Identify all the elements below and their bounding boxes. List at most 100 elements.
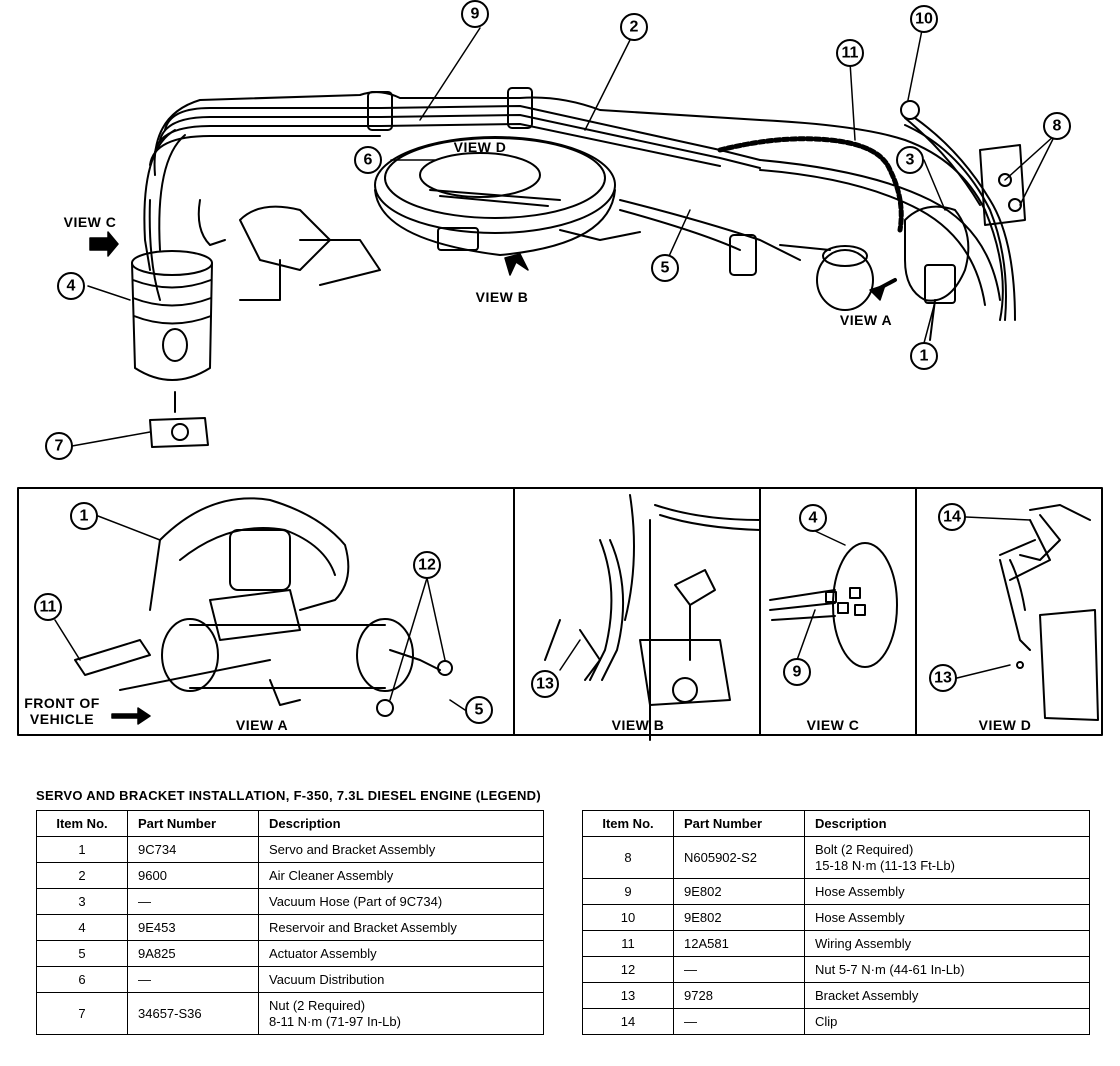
callout-3: 3 <box>906 152 915 169</box>
legend-row: 12—Nut 5-7 N·m (44-61 In-Lb) <box>582 956 1090 983</box>
main-callout-circles <box>45 0 1071 460</box>
description: Servo and Bracket Assembly <box>258 836 544 863</box>
legend-row: 6—Vacuum Distribution <box>36 966 544 993</box>
item-no: 10 <box>582 904 674 931</box>
callout-view-a-1: 1 <box>80 508 89 525</box>
callout-view-a-11: 11 <box>40 599 57 616</box>
description: Wiring Assembly <box>804 930 1090 957</box>
view-c-drawing <box>769 542 898 668</box>
view-arrows <box>89 231 897 301</box>
view-b-drawing <box>544 494 761 741</box>
item-no: 4 <box>36 914 128 941</box>
panel-label-view-c: VIEW C <box>807 717 860 733</box>
label-view-d: VIEW D <box>454 139 507 155</box>
part-number: 9728 <box>673 982 805 1009</box>
description: Vacuum Distribution <box>258 966 544 993</box>
callout-4: 4 <box>67 278 76 295</box>
legend-header-row: Item No. Part Number Description <box>582 810 1090 837</box>
callout-view-a-5: 5 <box>475 702 484 719</box>
item-no: 13 <box>582 982 674 1009</box>
part-number: 34657-S36 <box>127 992 259 1035</box>
description: Nut 5-7 N·m (44-61 In-Lb) <box>804 956 1090 983</box>
callout-view-d-13: 13 <box>934 670 952 687</box>
header-item-no: Item No. <box>36 810 128 837</box>
panel-label-view-a: VIEW A <box>236 717 288 733</box>
view-a-callout-circles <box>34 502 493 724</box>
description: Reservoir and Bracket Assembly <box>258 914 544 941</box>
callout-2: 2 <box>630 19 639 36</box>
description-line-2: 8-11 N·m (71-97 In-Lb) <box>269 1013 401 1029</box>
legend-header-row: Item No. Part Number Description <box>36 810 544 837</box>
label-vehicle: VEHICLE <box>30 711 94 727</box>
callout-10: 10 <box>915 11 933 28</box>
part-number: N605902-S2 <box>673 836 805 879</box>
legend-row: 14—Clip <box>582 1008 1090 1035</box>
view-a-drawing <box>74 497 453 717</box>
callout-7: 7 <box>55 438 64 455</box>
legend-title: SERVO AND BRACKET INSTALLATION, F-350, 7… <box>36 788 541 803</box>
callout-view-b-13: 13 <box>536 676 554 693</box>
callout-view-d-14: 14 <box>943 509 961 526</box>
item-no: 8 <box>582 836 674 879</box>
callout-1: 1 <box>920 348 929 365</box>
callout-view-c-9: 9 <box>793 664 802 681</box>
part-number: 9C734 <box>127 836 259 863</box>
item-no: 6 <box>36 966 128 993</box>
engine-diagram: 9 2 10 11 8 3 6 5 4 1 7 1 11 12 5 13 4 9… <box>17 0 1103 741</box>
item-no: 11 <box>582 930 674 957</box>
description: Vacuum Hose (Part of 9C734) <box>258 888 544 915</box>
description: Clip <box>804 1008 1090 1035</box>
main-leader-lines <box>71 27 1056 447</box>
description: Bolt (2 Required)15-18 N·m (11-13 Ft-Lb) <box>804 836 1090 879</box>
callout-view-c-4: 4 <box>809 510 818 527</box>
reservoir-canister <box>131 250 213 448</box>
view-a-leaders <box>54 515 466 725</box>
part-number: 9E802 <box>673 904 805 931</box>
header-part-number: Part Number <box>673 810 805 837</box>
part-number: 9A825 <box>127 940 259 967</box>
item-no: 2 <box>36 862 128 889</box>
engine-main-view <box>131 87 1026 448</box>
part-number: 9E802 <box>673 878 805 905</box>
part-number: — <box>127 888 259 915</box>
description: Bracket Assembly <box>804 982 1090 1009</box>
header-description: Description <box>258 810 544 837</box>
part-number: 9600 <box>127 862 259 889</box>
description: Nut (2 Required)8-11 N·m (71-97 In-Lb) <box>258 992 544 1035</box>
description: Air Cleaner Assembly <box>258 862 544 889</box>
item-no: 3 <box>36 888 128 915</box>
part-number: 9E453 <box>127 914 259 941</box>
description-line-1: Nut (2 Required) <box>269 997 366 1013</box>
panel-label-view-b: VIEW B <box>612 717 665 733</box>
label-front-of: FRONT OF <box>24 695 100 711</box>
description-line-1: Bolt (2 Required) <box>815 841 914 857</box>
header-part-number: Part Number <box>127 810 259 837</box>
callout-6: 6 <box>364 152 373 169</box>
callout-9: 9 <box>471 6 480 23</box>
header-item-no: Item No. <box>582 810 674 837</box>
callout-11: 11 <box>842 45 859 62</box>
part-number: — <box>673 956 805 983</box>
header-description: Description <box>804 810 1090 837</box>
description: Actuator Assembly <box>258 940 544 967</box>
item-no: 5 <box>36 940 128 967</box>
label-view-c: VIEW C <box>64 214 117 230</box>
view-d-drawing <box>999 504 1099 721</box>
item-no: 7 <box>36 992 128 1035</box>
description: Hose Assembly <box>804 904 1090 931</box>
part-number: — <box>127 966 259 993</box>
item-no: 12 <box>582 956 674 983</box>
item-no: 9 <box>582 878 674 905</box>
label-view-b: VIEW B <box>476 289 529 305</box>
part-number: — <box>673 1008 805 1035</box>
panel-label-view-d: VIEW D <box>979 717 1032 733</box>
label-view-a: VIEW A <box>840 312 892 328</box>
legend-row: 3—Vacuum Hose (Part of 9C734) <box>36 888 544 915</box>
callout-5: 5 <box>661 260 670 277</box>
